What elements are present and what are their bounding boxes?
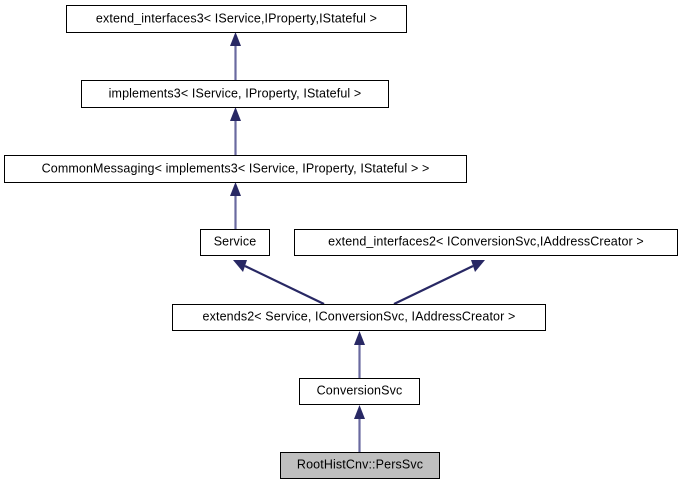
edge-conversion-svc-to-extends2 <box>354 331 365 378</box>
edge-implements3-to-extend-interfaces3 <box>230 32 241 80</box>
edge-extends2-to-service <box>233 260 325 305</box>
class-node-extend-interfaces3[interactable]: extend_interfaces3< IService,IProperty,I… <box>66 5 407 33</box>
class-node-label: CommonMessaging< implements3< IService, … <box>41 161 430 176</box>
class-node-extend-interfaces2[interactable]: extend_interfaces2< IConversionSvc,IAddr… <box>294 229 678 256</box>
class-node-label: extend_interfaces2< IConversionSvc,IAddr… <box>328 234 644 249</box>
class-node-conversion-svc[interactable]: ConversionSvc <box>299 378 420 405</box>
class-node-label: extends2< Service, IConversionSvc, IAddr… <box>202 309 516 324</box>
class-node-label: Service <box>213 234 257 249</box>
class-node-label: extend_interfaces3< IService,IProperty,I… <box>95 11 378 26</box>
class-node-extends2[interactable]: extends2< Service, IConversionSvc, IAddr… <box>172 304 546 331</box>
edge-common-messaging-to-implements3 <box>230 107 241 155</box>
edge-extends2-to-extend-interfaces2 <box>393 260 485 305</box>
class-node-implements3[interactable]: implements3< IService, IProperty, IState… <box>81 80 389 108</box>
class-node-root-hist-cnv-pers-svc[interactable]: RootHistCnv::PersSvc <box>280 452 440 479</box>
edge-pers-svc-to-conversion-svc <box>354 405 365 452</box>
class-node-label: implements3< IService, IProperty, IState… <box>108 86 362 101</box>
class-node-label: RootHistCnv::PersSvc <box>296 457 424 472</box>
class-node-service[interactable]: Service <box>200 229 270 256</box>
class-node-common-messaging[interactable]: CommonMessaging< implements3< IService, … <box>4 155 467 183</box>
class-node-label: ConversionSvc <box>316 383 403 398</box>
edge-service-to-common-messaging <box>230 182 241 229</box>
